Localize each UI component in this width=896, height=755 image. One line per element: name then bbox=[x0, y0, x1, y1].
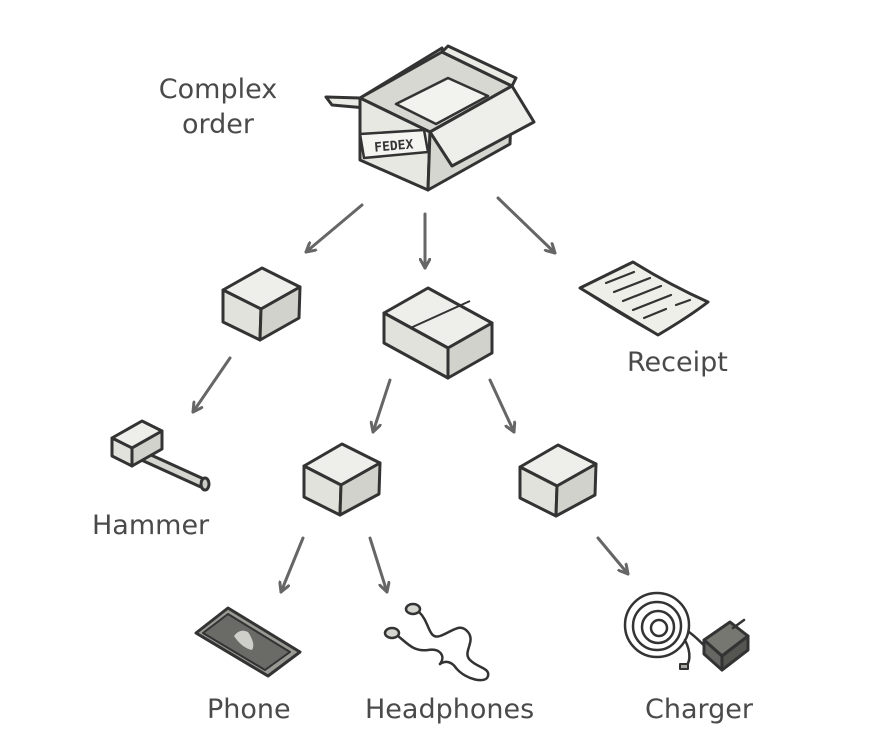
root-label-line1: Complex bbox=[158, 74, 278, 105]
charger-label: Charger bbox=[645, 694, 753, 725]
arrow-box-to-hammer bbox=[191, 356, 232, 414]
small-box-icon bbox=[221, 266, 302, 342]
arrow-root-to-receipt bbox=[496, 196, 557, 255]
phone-label: Phone bbox=[207, 694, 291, 725]
large-box-icon bbox=[382, 286, 494, 380]
arrow-box-to-headphones bbox=[368, 536, 387, 594]
phone-icon bbox=[194, 606, 302, 678]
arrow-box-to-charger bbox=[596, 536, 630, 576]
root-open-box-icon bbox=[324, 44, 536, 192]
arrow-root-to-small-box bbox=[304, 203, 364, 254]
root-label: Complex order bbox=[158, 72, 278, 142]
charger-icon bbox=[623, 591, 750, 672]
root-label-line2: order bbox=[182, 109, 254, 141]
receipt-icon bbox=[578, 260, 710, 337]
small-box-icon bbox=[518, 443, 598, 518]
arrow-box-to-phone bbox=[281, 536, 305, 594]
arrow-large-box-to-box-right bbox=[488, 378, 514, 434]
headphones-label: Headphones bbox=[365, 694, 535, 725]
arrow-large-box-to-box-left bbox=[373, 378, 392, 434]
headphones-icon bbox=[383, 602, 490, 682]
box-stamp-text: FEDEX bbox=[374, 137, 414, 155]
receipt-label: Receipt bbox=[627, 347, 728, 378]
hammer-label: Hammer bbox=[92, 510, 210, 541]
arrows bbox=[191, 196, 630, 594]
hammer-icon bbox=[110, 419, 211, 492]
small-box-icon bbox=[302, 442, 382, 517]
